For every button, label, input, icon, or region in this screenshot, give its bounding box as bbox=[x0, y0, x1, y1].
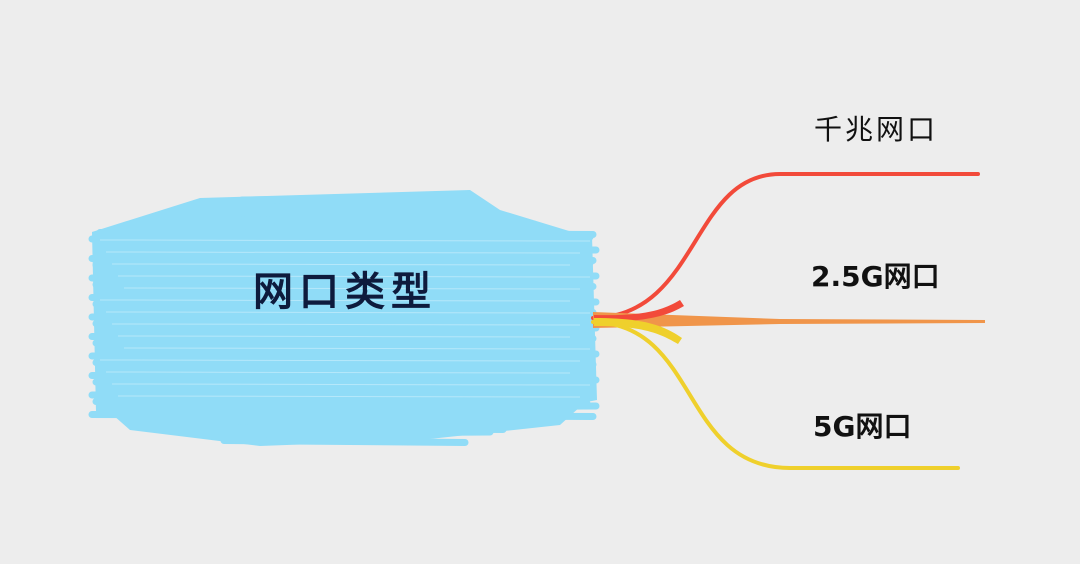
scribble-stroke bbox=[88, 389, 594, 399]
branch-link-5g-base bbox=[594, 318, 682, 344]
scribble-highlight bbox=[111, 263, 571, 266]
scribble-stroke bbox=[154, 220, 538, 230]
scribble-stroke bbox=[96, 324, 600, 334]
scribble-highlight bbox=[99, 359, 581, 362]
scribble-highlight bbox=[99, 299, 571, 302]
scribble-highlight bbox=[123, 287, 581, 290]
scribble-highlight bbox=[105, 311, 591, 314]
scribble-stroke bbox=[88, 233, 594, 243]
scribble-highlight bbox=[123, 347, 591, 350]
branch-link-2-5g bbox=[593, 312, 985, 328]
scribble-stroke bbox=[194, 428, 494, 438]
scribble-strokes bbox=[88, 194, 600, 446]
branch-link-5g bbox=[591, 320, 960, 470]
scribble-stroke bbox=[92, 376, 600, 386]
scribble-stroke bbox=[88, 311, 594, 321]
scribble-highlight bbox=[105, 251, 581, 254]
scribble-stroke bbox=[220, 437, 469, 446]
scribble-stroke bbox=[92, 337, 594, 347]
branch-label-gigabit: 千兆网口 bbox=[814, 113, 939, 146]
central-topic-background bbox=[88, 190, 600, 446]
scribble-stroke bbox=[96, 363, 594, 373]
scribble-stroke bbox=[202, 207, 488, 217]
branch-label-5g: 5G网口 bbox=[813, 410, 912, 443]
scribble-highlight bbox=[117, 335, 571, 338]
scribble-highlight bbox=[99, 239, 591, 242]
scribble-highlight bbox=[111, 323, 581, 326]
scribble-highlight bbox=[117, 395, 581, 398]
scribble-highlight bbox=[117, 275, 591, 278]
scribble-stroke bbox=[88, 272, 600, 282]
branch-link-gigabit-base bbox=[594, 300, 684, 322]
scribble-stroke bbox=[96, 246, 600, 256]
branch-link-gigabit bbox=[591, 172, 980, 320]
scribble-stroke bbox=[96, 285, 594, 295]
scribble-stroke bbox=[92, 298, 600, 308]
branch-label-2-5g: 2.5G网口 bbox=[811, 260, 940, 293]
scribble-stroke bbox=[92, 259, 594, 269]
central-topic-label: 网口类型 bbox=[253, 269, 437, 315]
scribble-stroke bbox=[88, 350, 600, 360]
scribble-stroke bbox=[154, 415, 532, 425]
scribble-highlight bbox=[105, 371, 571, 374]
scribble-highlight bbox=[111, 383, 591, 386]
scribble-stroke bbox=[238, 194, 450, 204]
scribble-stroke bbox=[96, 402, 600, 412]
